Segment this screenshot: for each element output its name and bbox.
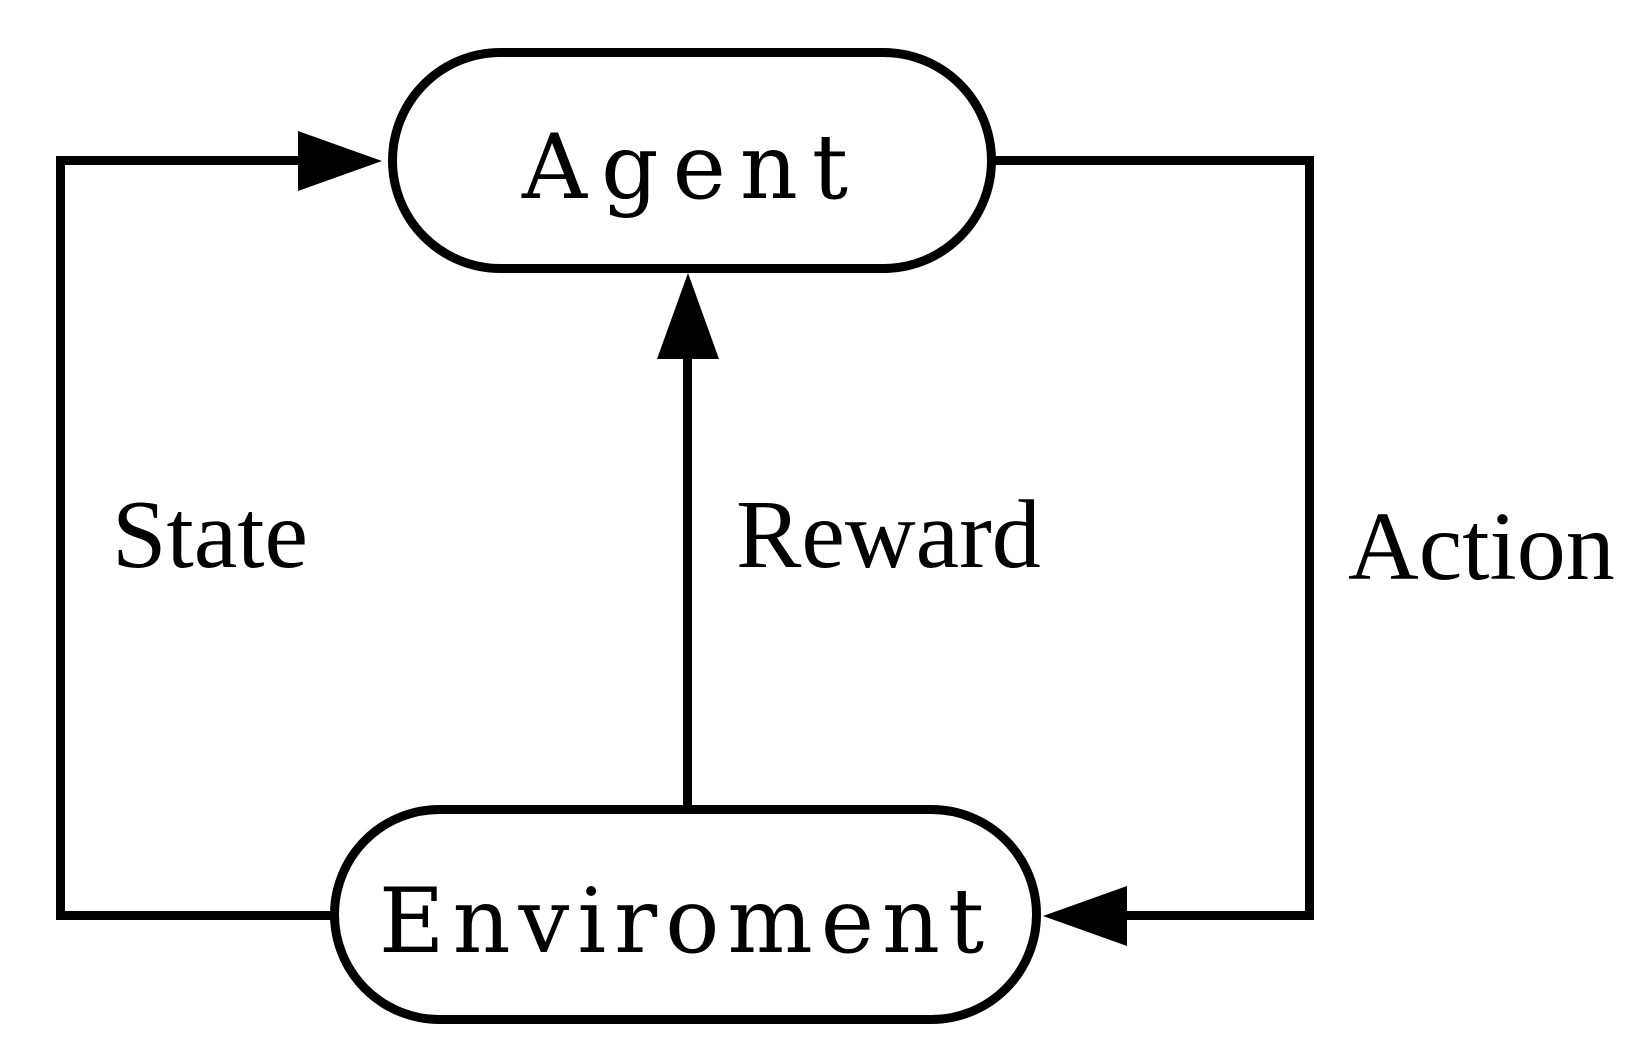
action-edge-bottom-horizontal-line — [1120, 911, 1314, 920]
state-edge-top-horizontal-line — [56, 156, 304, 165]
action-arrowhead-icon — [1043, 886, 1127, 946]
node-environment-label: Enviroment — [378, 868, 993, 974]
reward-edge-label: Reward — [736, 481, 1041, 589]
state-arrowhead-icon — [298, 131, 382, 191]
state-edge-vertical-line — [56, 156, 65, 920]
state-edge-label: State — [112, 481, 308, 589]
action-edge-top-horizontal-line — [990, 156, 1314, 165]
state-edge-bottom-horizontal-line — [56, 911, 336, 920]
reward-arrowhead-icon — [657, 273, 719, 359]
node-agent-label: Agent — [522, 114, 862, 220]
node-environment: Enviroment — [330, 805, 1041, 1024]
node-agent: Agent — [388, 48, 996, 273]
reward-edge-vertical-line — [683, 352, 692, 810]
action-edge-vertical-line — [1305, 156, 1314, 920]
action-edge-label: Action — [1348, 493, 1615, 601]
